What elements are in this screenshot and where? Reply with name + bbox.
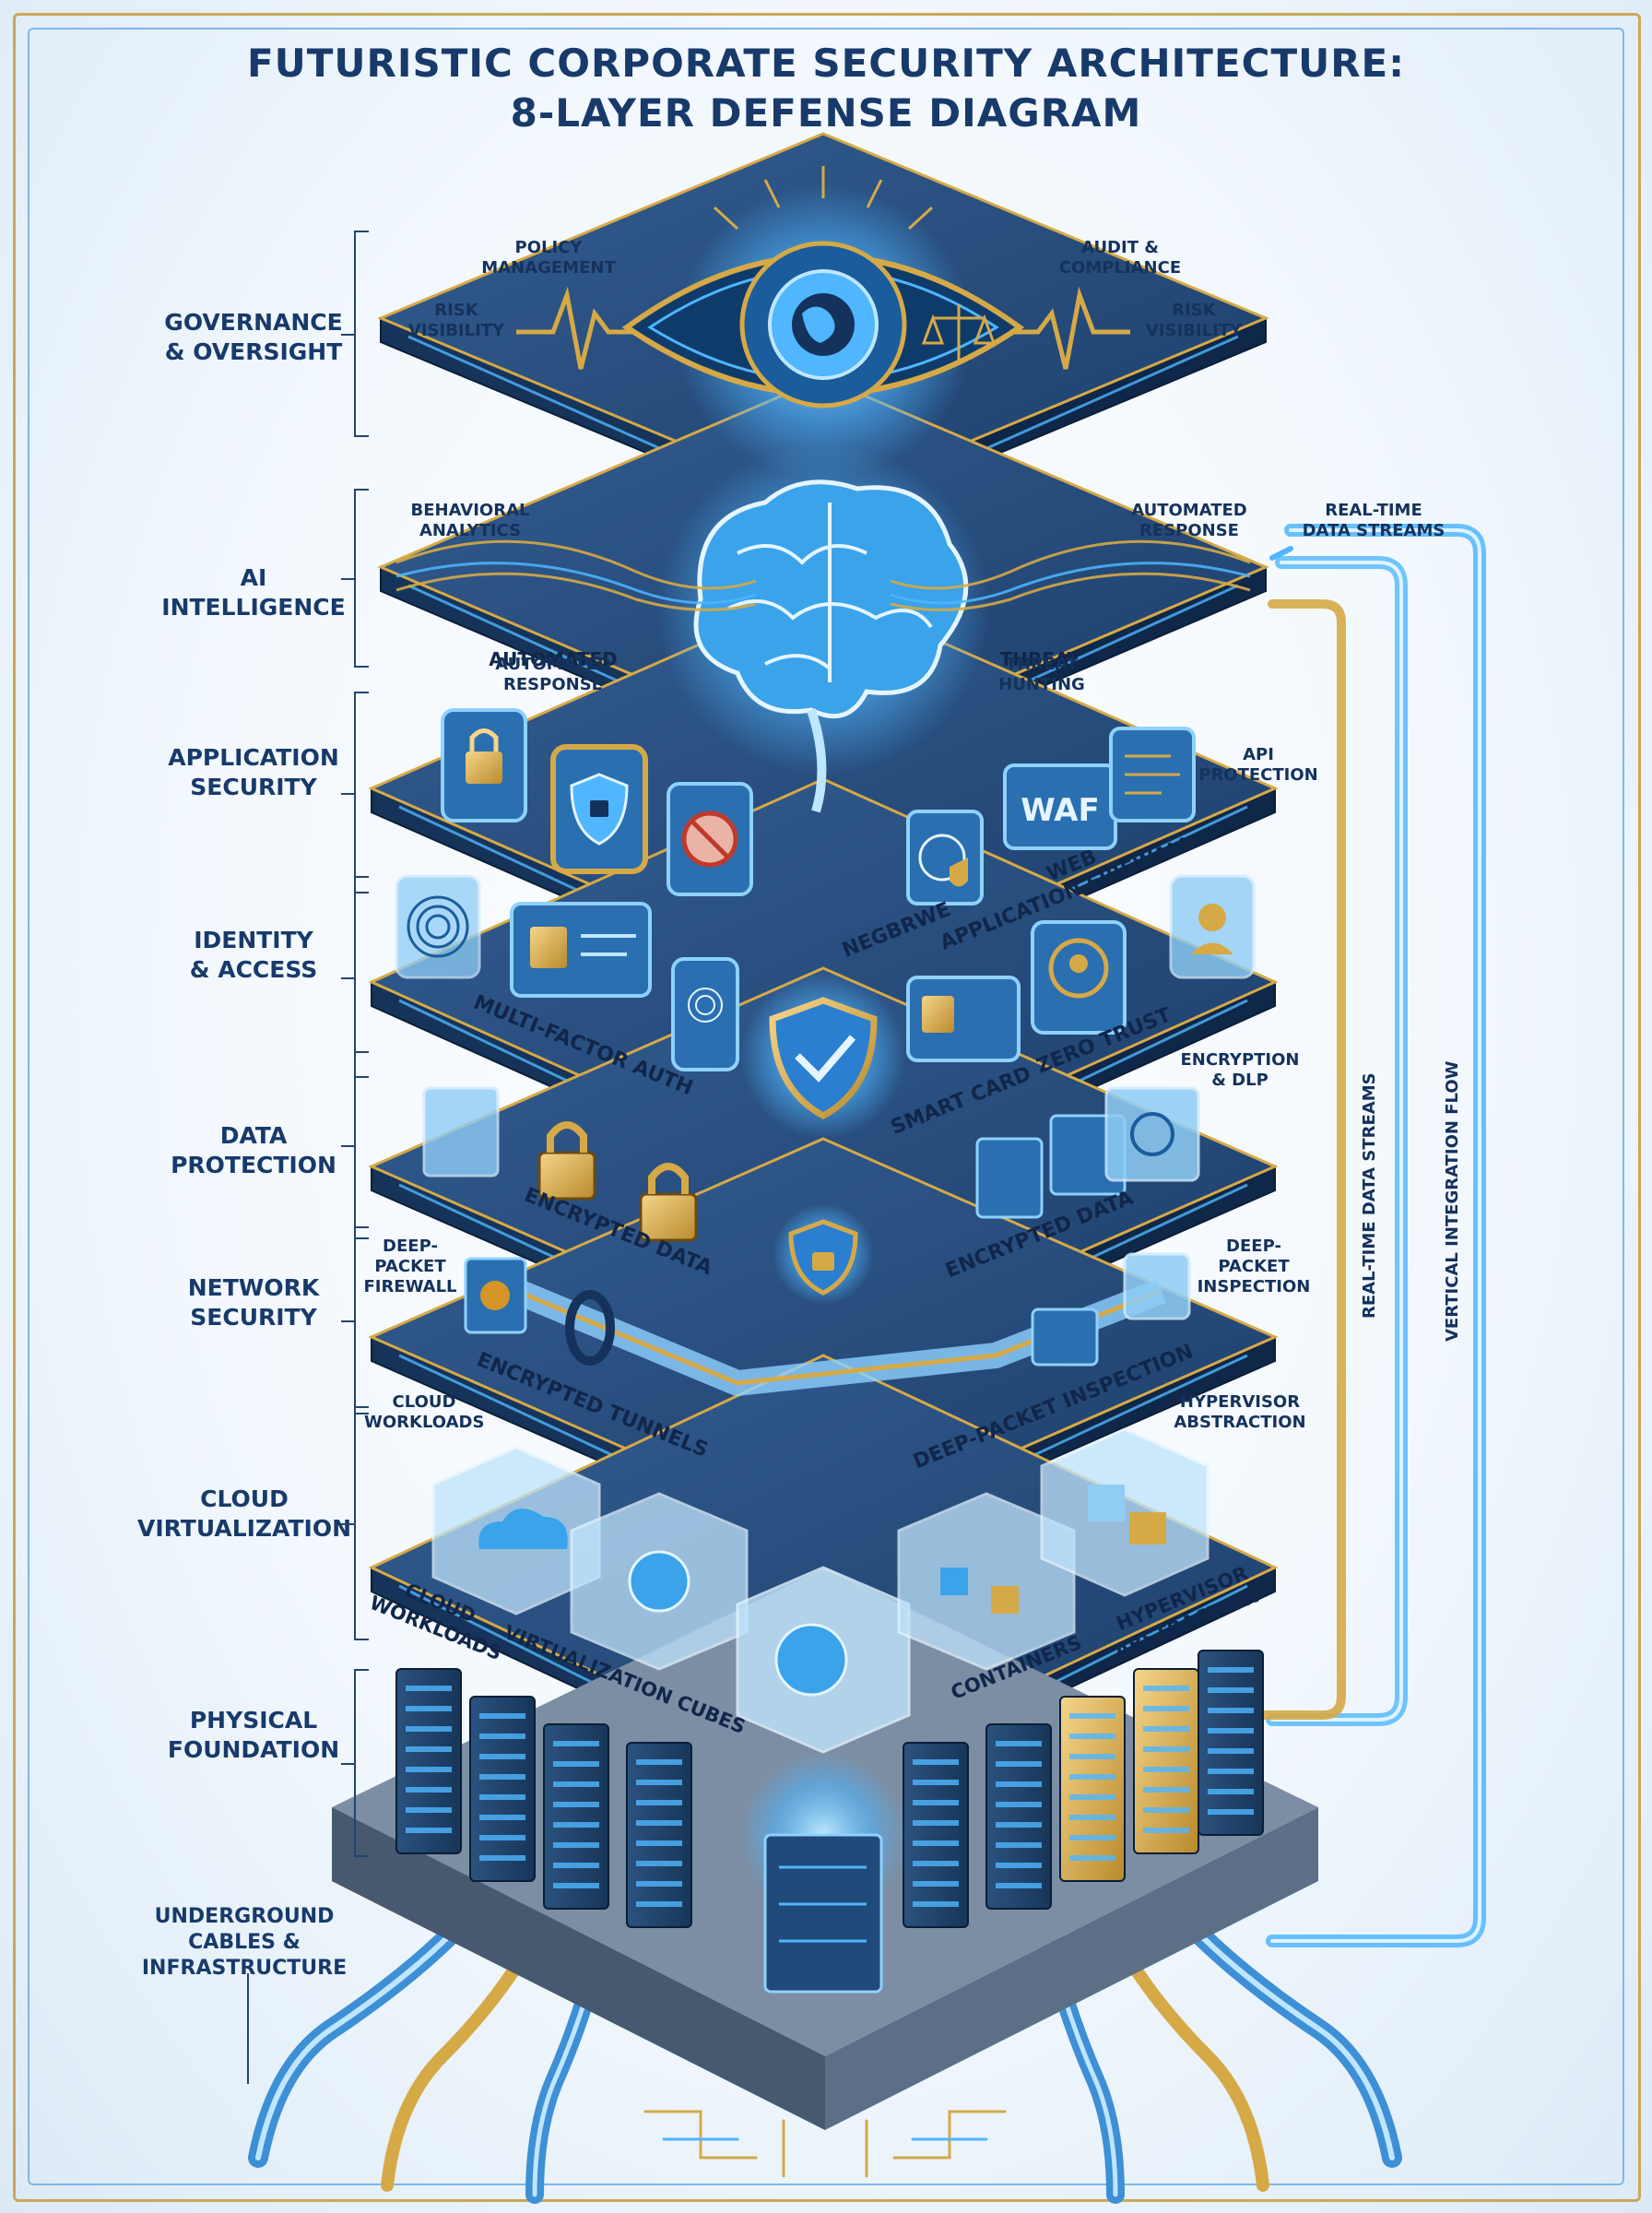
bracket-ai [341,489,369,668]
bracket-underground-line [247,1973,249,2084]
api-code-panel-icon [1109,727,1196,822]
annotation-deep-packet-firewall: DEEP- PACKET FIREWALL [363,1237,457,1296]
layer-label-application: APPLICATION SECURITY [168,744,339,800]
layer-label-network: NETWORK SECURITY [187,1274,320,1331]
zero-trust-avatar-icon [1031,920,1127,1035]
waf-label: WAF [1021,792,1100,829]
phone-fingerprint-icon [671,957,739,1071]
vertical-label-realtime: REAL-TIME DATA STREAMS [1360,1072,1379,1319]
annotation-realtime-streams: REAL-TIME DATA STREAMS [1302,501,1446,540]
automated-response-plate-line1: AUTOMATED [489,648,617,670]
server-rack [1198,1650,1264,1836]
layer-label-governance: GOVERNANCE & OVERSIGHT [164,309,343,365]
layer-label-physical: PHYSICAL FOUNDATION [167,1707,340,1763]
server-rack [985,1723,1052,1910]
layer-label-cloud: CLOUD VIRTUALIZATION [136,1485,351,1542]
central-server-core-icon [740,1752,906,1994]
lock-tablet-icon [441,708,527,822]
data-protection-icons [422,1086,1200,1305]
hypervisor-cube-icon [1040,1427,1210,1597]
bug-blocked-icon [667,782,753,896]
annotation-automated-response-top: AUTOMATED RESPONSE [1131,501,1247,540]
firewall-icon [464,1257,527,1334]
annotation-hypervisor-abstraction-side: HYPERVISOR ABSTRACTION [1174,1392,1306,1432]
layer-label-data: DATA PROTECTION [171,1122,336,1178]
annotation-api-protection: API PROTECTION [1198,745,1318,785]
layer-label-identity: IDENTITY & ACCESS [189,927,318,983]
server-rack [469,1696,536,1882]
vault-safe-icon [1104,1086,1200,1182]
packet-inspection-icon [1031,1308,1099,1367]
server-rack [1133,1668,1199,1854]
annotation-automated-response-plate: AUTOMATED RESPONSE [495,655,611,694]
center-padlock-shield-icon [773,1203,874,1305]
fingerprint-icon [395,874,481,979]
central-sphere-cube-icon [736,1566,911,1754]
bracket-identity [341,876,369,1078]
containers-cube-icon [897,1492,1076,1671]
bracket-application [341,692,369,893]
deep-packet-inspection-device-icon [1123,1252,1191,1320]
shield-lock-panel-icon [550,744,648,874]
annotation-behavioral-analytics: BEHAVIORAL ANALYTICS [410,501,530,540]
annotation-risk-visibility-left: RISK VISIBILITY [407,301,505,340]
tunnel-ring-icon [565,1290,615,1366]
padlock-icon-left [537,1121,596,1201]
threat-hunting-line1: THREAT [999,648,1080,670]
outer-gold-frame [13,13,1641,2202]
server-rack [626,1742,692,1928]
padlock-icon-center [639,1163,698,1242]
annotation-cloud-workloads-side: CLOUD WORKLOADS [364,1392,485,1432]
page-title-line2: 8-LAYER DEFENSE DIAGRAM [510,90,1142,136]
layer-label-ai: AI INTELLIGENCE [161,564,346,621]
inner-blue-frame [28,28,1624,2185]
layer-label-underground: UNDERGROUND CABLES & INFRASTRUCTURE [141,1905,348,1980]
server-racks [395,1650,1264,1928]
identity-access-icons [395,874,1256,1139]
user-profile-panel-icon [1169,874,1256,979]
annotation-policy-management: POLICY MANAGEMENT [481,238,616,278]
waf-panel-icon: WAF [1003,763,1117,850]
central-shield-check-icon [740,973,906,1139]
bracket-physical [341,1669,369,1857]
cloud-virtualization-cubes [431,1427,1210,1754]
smart-card-icon [906,976,1021,1062]
server-rack [1059,1696,1126,1882]
annotation-threat-hunting: THREAT HUNTING [998,655,1085,694]
network-tunnel-icons [464,1252,1191,1397]
bracket-governance [341,231,369,437]
annotation-encryption-dlp: ENCRYPTION & DLP [1180,1050,1300,1090]
ai-brain-icon [395,443,1251,813]
database-server-icon [422,1086,500,1178]
vertical-label-integration: VERTICAL INTEGRATION FLOW [1443,1060,1462,1342]
annotation-risk-visibility-right: RISK VISIBILITY [1145,301,1243,340]
cloud-cube-icon [431,1446,601,1615]
governance-eye-icon [516,166,1130,479]
page-title-line1: FUTURISTIC CORPORATE SECURITY ARCHITECTU… [246,41,1406,86]
id-card-icon [510,902,652,998]
bracket-cloud [341,1406,369,1640]
bracket-data [341,1051,369,1239]
server-rack [903,1742,969,1928]
server-rack [395,1668,462,1854]
bracket-network [341,1226,369,1414]
virtualization-globe-cube-icon [570,1492,749,1671]
server-rack [543,1723,609,1910]
data-stream-pipes [1240,524,1486,1947]
web-globe-icon [906,810,984,905]
annotation-deep-packet-inspection-side: DEEP- PACKET INSPECTION [1197,1237,1311,1296]
application-security-icons: WAF [441,708,1196,905]
annotation-audit-compliance: AUDIT & COMPLIANCE [1058,238,1182,278]
